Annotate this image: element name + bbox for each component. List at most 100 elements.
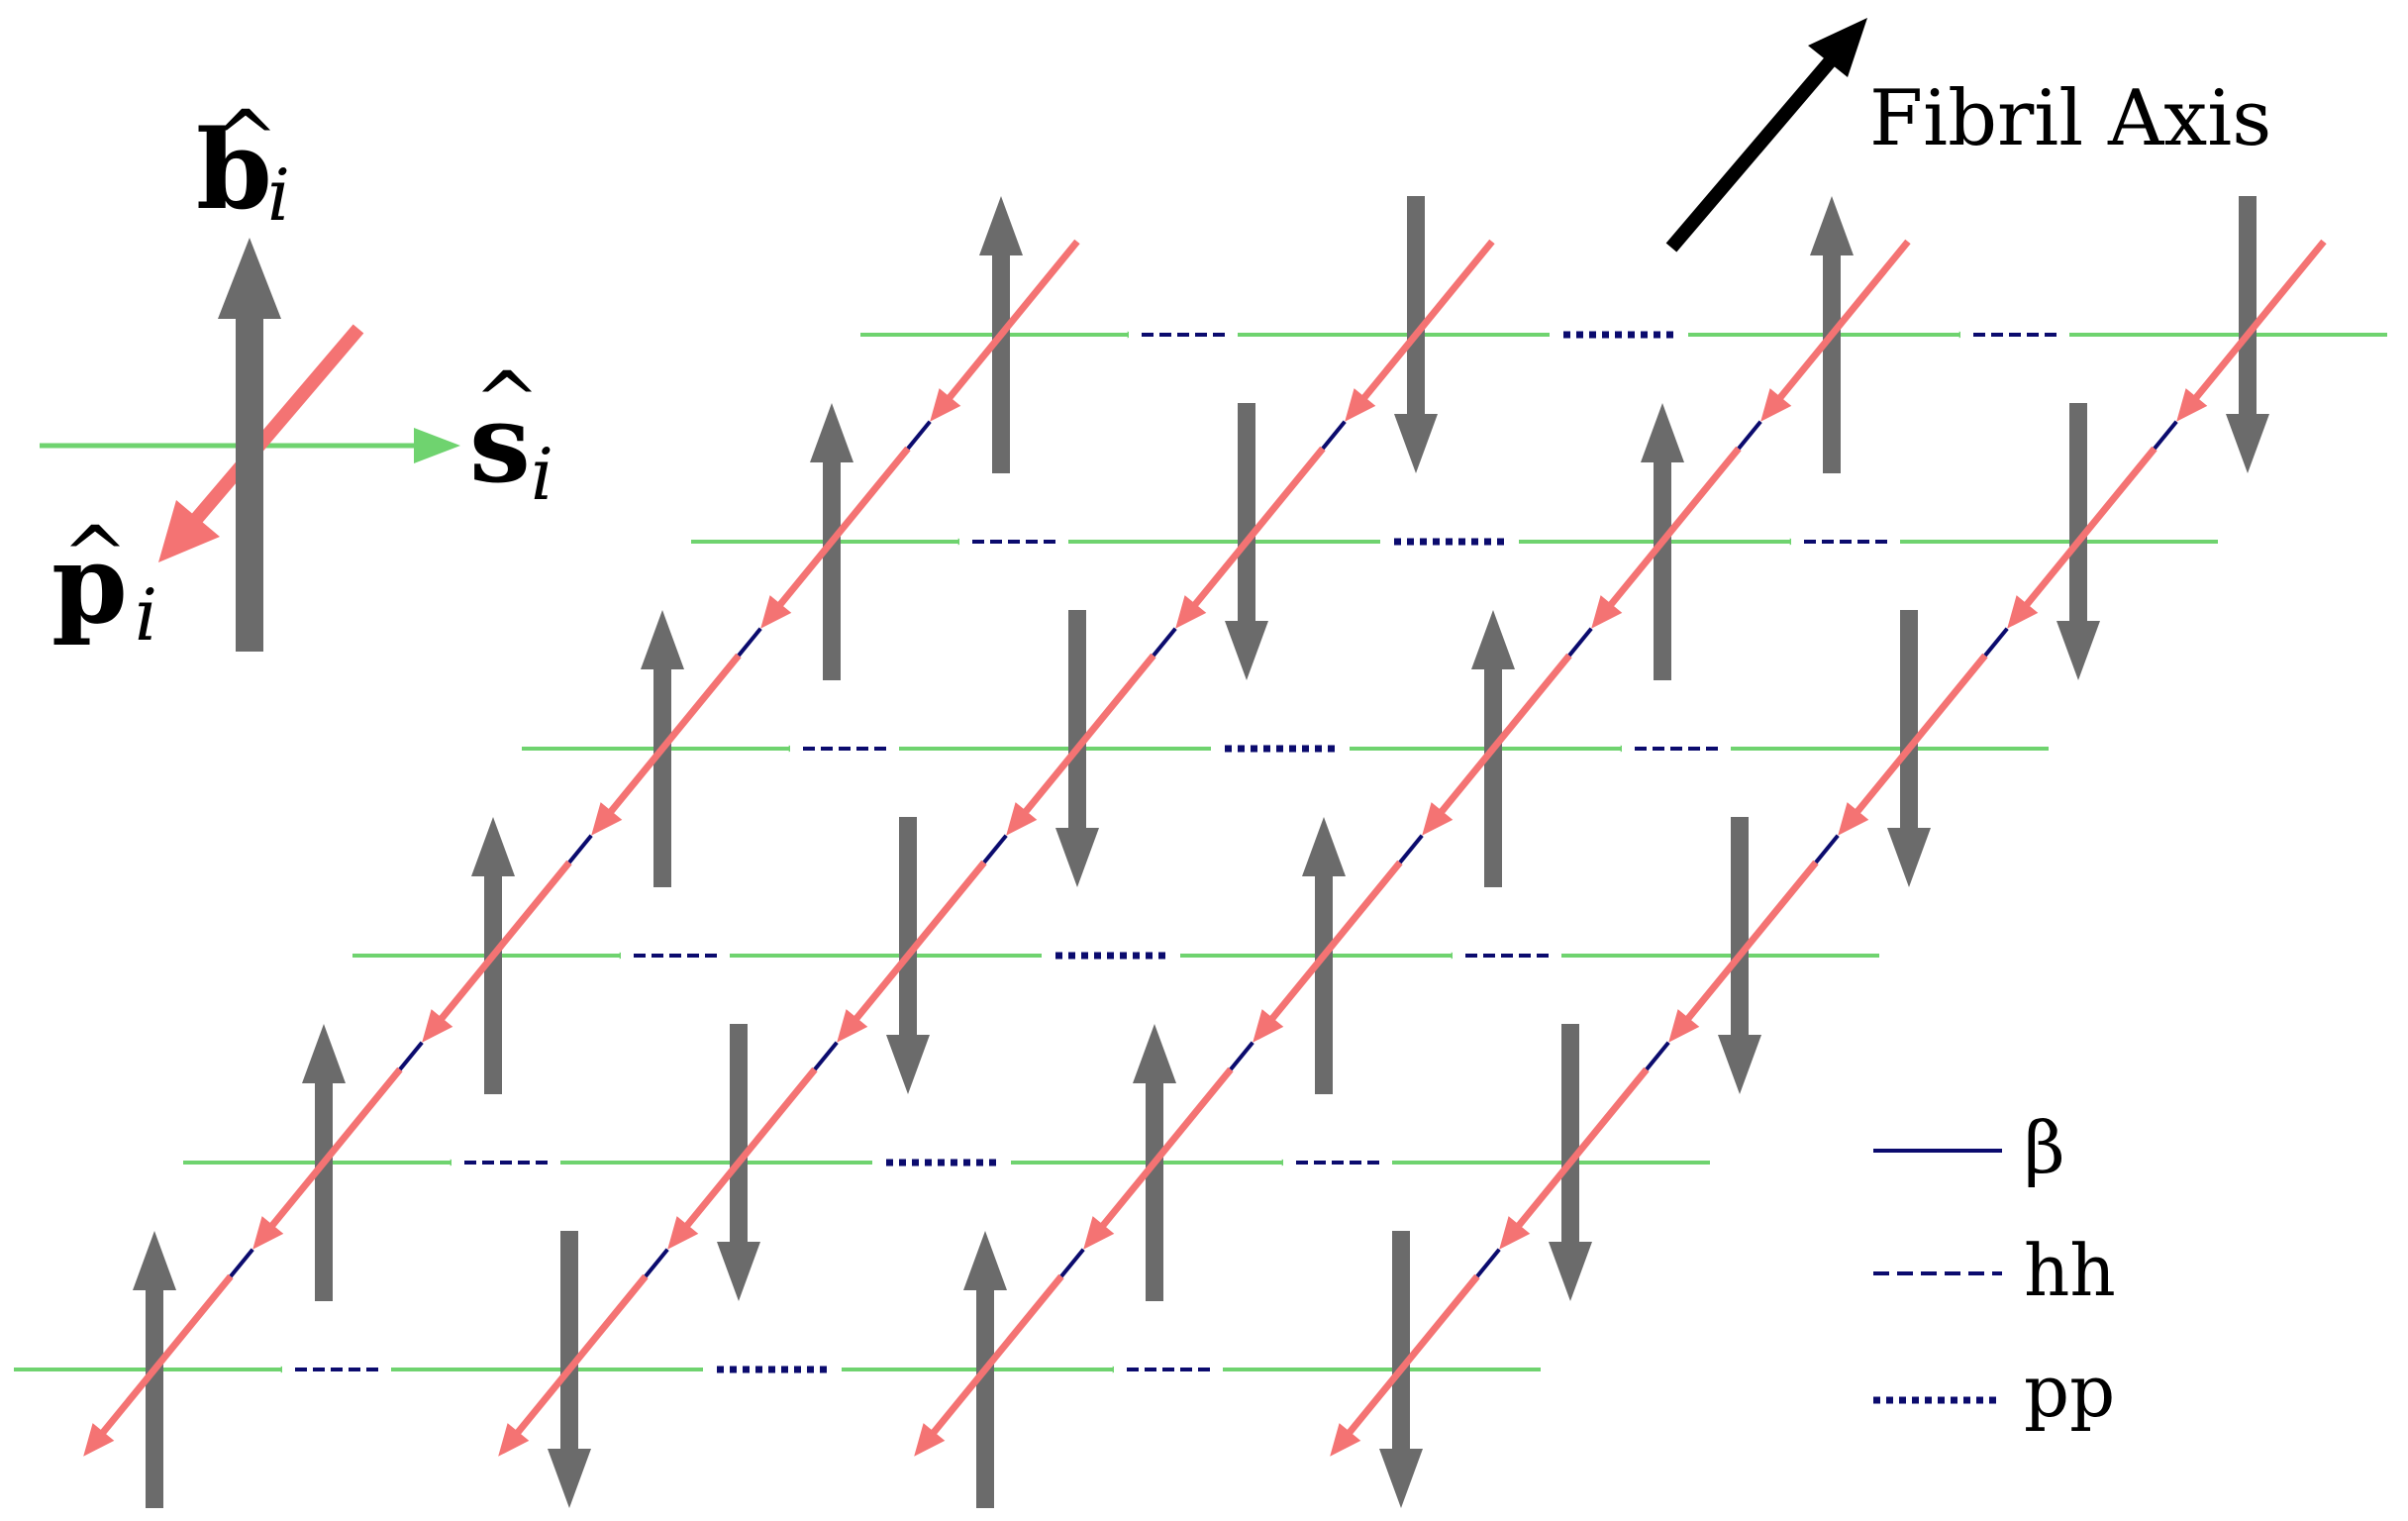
- p-symbol: p: [51, 520, 128, 648]
- b-arrow-down-r3c3-head: [1887, 828, 1931, 887]
- p-arrow-r5c2-head: [1760, 388, 1792, 422]
- p-arrow-r2c2-head: [1253, 1009, 1284, 1043]
- beta-bond-r3c0: [737, 627, 762, 658]
- p-arrow-r1c0-head: [252, 1216, 284, 1250]
- p-arrow-r5c0-shaft: [943, 239, 1080, 405]
- p-arrow-r4c2-head: [1591, 595, 1623, 629]
- b-arrow-down-r2c1-head: [886, 1035, 930, 1094]
- fibril-axis-arrow-head: [1808, 18, 1867, 77]
- p-arrow-r0c1-shaft: [511, 1273, 649, 1440]
- b-arrow-up-r3c2-head: [1471, 610, 1515, 669]
- beta-bond-r0c1: [644, 1248, 669, 1278]
- p-arrow-r2c2-shaft: [1265, 860, 1403, 1026]
- p-arrow-r5c0-head: [930, 388, 961, 422]
- b-vector-head: [218, 238, 281, 319]
- b-arrow-up-r2c0-head: [471, 817, 515, 876]
- p-arrow-r2c3-shaft: [1681, 860, 1819, 1026]
- b-arrow-up-r4c2-head: [1641, 403, 1684, 462]
- p-arrow-r2c1-head: [837, 1009, 868, 1043]
- beta-bond-r1c0: [398, 1041, 424, 1071]
- p-arrow-r1c2-head: [1083, 1216, 1115, 1250]
- b-arrow-down-r0c3-head: [1379, 1449, 1423, 1508]
- beta-bond-r1c2: [1229, 1041, 1254, 1071]
- p-arrow-r1c3-head: [1499, 1216, 1531, 1250]
- b-arrow-down-r4c1-head: [1225, 621, 1268, 680]
- beta-bond-r2c1: [982, 834, 1008, 864]
- p-arrow-r2c0-head: [422, 1009, 453, 1043]
- p-arrow-r0c2-shaft: [927, 1273, 1064, 1440]
- b-arrow-up-r5c2-head: [1810, 196, 1854, 255]
- p-arrow-r4c1-head: [1175, 595, 1207, 629]
- beta-bond-r4c1: [1321, 420, 1347, 451]
- p-arrow-r4c1-shaft: [1188, 446, 1326, 612]
- b-arrow-up-r1c0-head: [302, 1024, 346, 1083]
- p-subscript: i: [135, 573, 157, 657]
- beta-bond-r2c2: [1398, 834, 1424, 864]
- p-hat: ^: [61, 509, 128, 601]
- p-arrow-r4c3-head: [2007, 595, 2039, 629]
- beta-bond-r4c2: [1737, 420, 1762, 451]
- p-arrow-r0c0-shaft: [96, 1273, 234, 1440]
- p-arrow-r4c3-shaft: [2020, 446, 2157, 612]
- p-arrow-r3c0-head: [591, 802, 623, 836]
- b-arrow-down-r4c3-head: [2057, 621, 2100, 680]
- p-arrow-r3c2-head: [1422, 802, 1454, 836]
- p-arrow-r3c0-shaft: [604, 653, 742, 819]
- beta-bond-r3c2: [1567, 627, 1593, 658]
- s-symbol: s: [469, 379, 531, 507]
- b-arrow-up-r0c0-head: [133, 1231, 176, 1290]
- p-arrow-r2c1-shaft: [850, 860, 987, 1026]
- beta-bond-r1c1: [813, 1041, 839, 1071]
- p-arrow-r2c0-shaft: [435, 860, 572, 1026]
- s-hat: ^: [473, 355, 540, 447]
- s-subscript: i: [531, 433, 553, 516]
- reference-frame: ^ b i ^ s i ^ p i: [40, 93, 553, 657]
- p-arrow-r5c3-shaft: [2189, 239, 2327, 405]
- beta-bond-r3c3: [1983, 627, 2009, 658]
- p-arrow-r1c1-shaft: [680, 1066, 818, 1233]
- b-arrow-down-r0c1-head: [548, 1449, 591, 1508]
- b-arrow-down-r5c1-head: [1394, 414, 1438, 473]
- p-arrow-r3c2-shaft: [1435, 653, 1572, 819]
- p-arrow-r4c2-shaft: [1604, 446, 1742, 612]
- beta-bond-r3c1: [1152, 627, 1177, 658]
- beta-bond-r0c3: [1475, 1248, 1501, 1278]
- p-arrow-r5c1-head: [1345, 388, 1376, 422]
- p-arrow-r1c1-head: [667, 1216, 699, 1250]
- b-arrow-down-r2c3-head: [1718, 1035, 1761, 1094]
- b-arrow-up-r0c2-head: [963, 1231, 1007, 1290]
- legend: β hh pp: [1873, 1106, 2116, 1433]
- p-arrow-r5c1-shaft: [1357, 239, 1495, 405]
- p-arrow-r1c3-shaft: [1512, 1066, 1650, 1233]
- b-arrow-down-r5c3-head: [2226, 414, 2269, 473]
- beta-bond-r4c3: [2153, 420, 2178, 451]
- fibril-axis-label: Fibril Axis: [1869, 74, 2271, 163]
- p-vector-head: [158, 500, 220, 562]
- p-arrow-r0c3-shaft: [1343, 1273, 1480, 1440]
- legend-label-pp: pp: [2024, 1350, 2115, 1433]
- legend-label-hh: hh: [2024, 1229, 2116, 1312]
- p-vector-arrow: [187, 324, 364, 528]
- p-arrow-r4c0-head: [760, 595, 792, 629]
- b-arrow-up-r5c0-head: [979, 196, 1023, 255]
- p-arrow-r3c3-head: [1838, 802, 1869, 836]
- p-arrow-r2c3-head: [1668, 1009, 1700, 1043]
- beta-bond-r2c3: [1814, 834, 1840, 864]
- lattice-group: [14, 196, 2387, 1508]
- p-arrow-r1c0-shaft: [265, 1066, 403, 1233]
- legend-label-beta: β: [2024, 1106, 2065, 1189]
- b-subscript: i: [267, 153, 290, 237]
- p-arrow-r0c3-head: [1330, 1423, 1361, 1457]
- p-arrow-r1c2-shaft: [1096, 1066, 1234, 1233]
- beta-bond-r0c2: [1059, 1248, 1085, 1278]
- fibril-axis: Fibril Axis: [1665, 18, 2271, 253]
- p-arrow-r0c0-head: [83, 1423, 115, 1457]
- b-symbol: b: [196, 106, 272, 234]
- p-arrow-r3c3-shaft: [1851, 653, 1988, 819]
- p-arrow-r5c3-head: [2176, 388, 2208, 422]
- b-arrow-up-r1c2-head: [1133, 1024, 1176, 1083]
- s-vector-head: [414, 428, 460, 463]
- p-arrow-r0c2-head: [914, 1423, 946, 1457]
- b-arrow-up-r4c0-head: [810, 403, 853, 462]
